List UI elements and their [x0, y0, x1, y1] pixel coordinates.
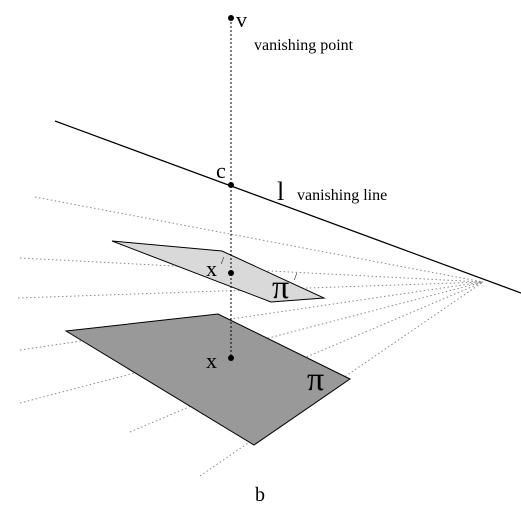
vanishing-line: [54, 120, 521, 294]
grid-line: [19, 257, 484, 283]
point-x-prime: [228, 270, 234, 276]
label-pi: π: [307, 361, 324, 398]
point-v: [228, 15, 234, 21]
label-pi-prime-mark: /: [294, 271, 298, 283]
label-v: v: [236, 7, 247, 32]
label-l: l: [277, 177, 284, 206]
grid-line: [199, 281, 484, 477]
label-c: c: [216, 158, 226, 183]
label-x-prime-mark: /: [221, 255, 225, 267]
plane-pi-prime: [111, 240, 326, 303]
label-vanishing-point: vanishing point: [254, 37, 354, 54]
point-c: [228, 182, 234, 188]
caption-b: b: [255, 484, 265, 506]
plane-pi: [64, 313, 351, 446]
label-vanishing-line: vanishing line: [297, 187, 387, 204]
point-x: [228, 355, 234, 361]
label-pi-prime: π: [272, 269, 289, 306]
label-x: x: [206, 348, 217, 373]
label-x-prime: x: [206, 256, 217, 281]
